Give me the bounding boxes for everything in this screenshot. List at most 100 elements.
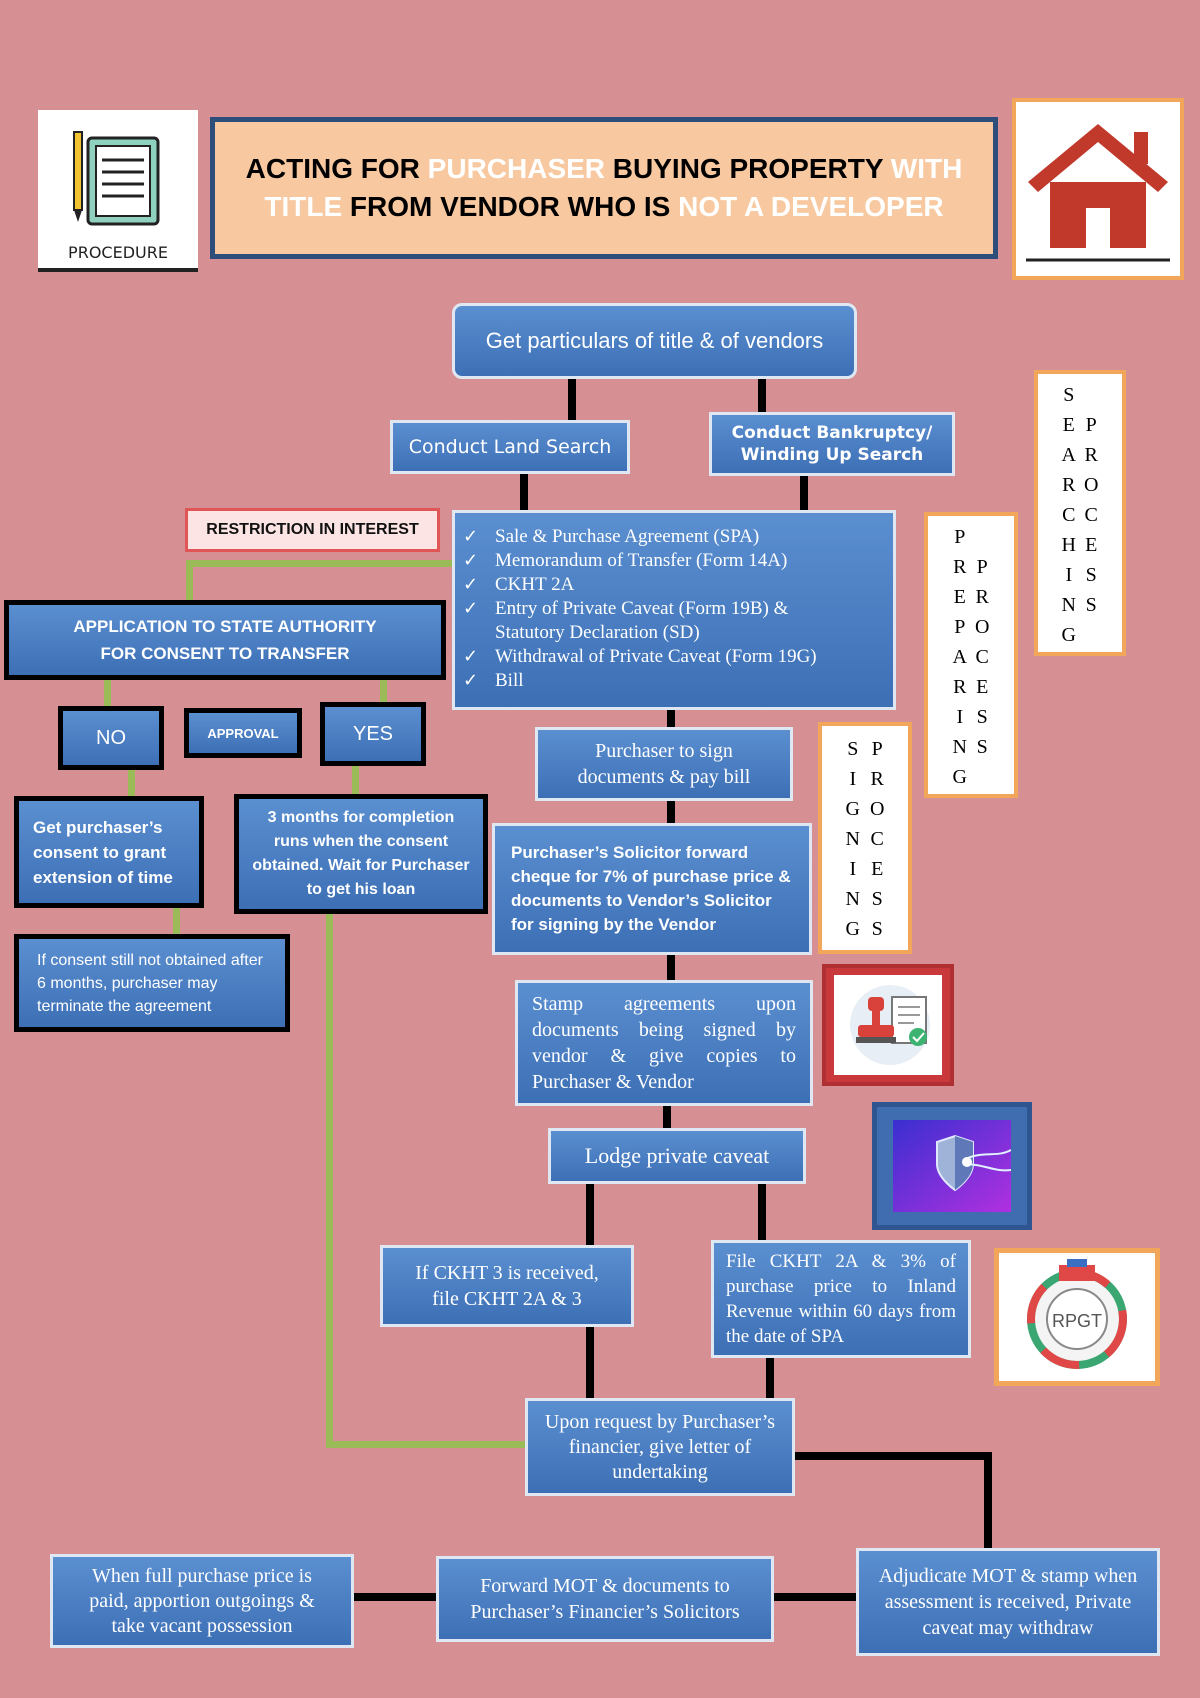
- title-segment: TITLE: [264, 191, 343, 222]
- restriction-label: RESTRICTION IN INTEREST: [185, 508, 440, 552]
- process-letter: I: [956, 706, 964, 728]
- process-letter: S: [976, 706, 988, 728]
- full-price-box: When full purchase price is paid, apport…: [50, 1554, 354, 1648]
- no-box: NO: [58, 706, 164, 770]
- process-letter: S: [871, 918, 883, 940]
- process-letter: E: [976, 676, 989, 698]
- title-segment: ACTING FOR: [245, 153, 428, 184]
- process-letter: N: [845, 888, 860, 910]
- process-letter: A: [952, 646, 967, 668]
- undertaking-box: Upon request by Purchaser’s financier, g…: [525, 1398, 795, 1496]
- land-search-box: Conduct Land Search: [390, 420, 630, 474]
- process-letter: E: [1062, 414, 1075, 436]
- yes-box: YES: [320, 702, 426, 766]
- procedure-icon: PROCEDURE: [38, 110, 198, 272]
- process-letter: S: [1085, 564, 1097, 586]
- process-letter: G: [952, 766, 967, 788]
- title-segment: WITH: [890, 153, 963, 184]
- process-letter: O: [870, 798, 885, 820]
- title-segment: FROM VENDOR WHO IS: [342, 191, 679, 222]
- process-letter: C: [975, 646, 989, 668]
- procedure-label: PROCEDURE: [68, 243, 168, 262]
- process-letter: S: [871, 888, 883, 910]
- process-letter: S: [1085, 594, 1097, 616]
- three-months-box: 3 months for completion runs when the co…: [234, 794, 488, 914]
- lodge-caveat-box: Lodge private caveat: [548, 1128, 806, 1184]
- house-icon: [1012, 98, 1184, 280]
- application-box: APPLICATION TO STATE AUTHORITY FOR CONSE…: [4, 600, 446, 680]
- process-letter: R: [975, 586, 989, 608]
- process-letter: H: [1061, 534, 1076, 556]
- process-letter: P: [976, 556, 988, 578]
- rpgt-icon: RPGT: [994, 1248, 1160, 1386]
- extension-box: Get purchaser’s consent to grant extensi…: [14, 796, 204, 908]
- process-letter: C: [1084, 504, 1098, 526]
- process-letter: G: [1061, 624, 1076, 646]
- document-item: Withdrawal of Private Caveat (Form 19G): [455, 645, 817, 669]
- process-letter: R: [870, 768, 884, 790]
- process-letter: O: [975, 616, 990, 638]
- title-line-2: TITLE FROM VENDOR WHO IS NOT A DEVELOPER: [264, 191, 943, 223]
- process-letter: S: [1063, 384, 1075, 406]
- process-letter: N: [952, 736, 967, 758]
- process-letter: A: [1061, 444, 1076, 466]
- get-particulars-box: Get particulars of title & of vendors: [452, 303, 857, 379]
- document-item: Entry of Private Caveat (Form 19B) &: [455, 597, 817, 621]
- ckht3-box: If CKHT 3 is received, file CKHT 2A & 3: [380, 1245, 634, 1327]
- approval-box: APPROVAL: [184, 708, 302, 758]
- process-letter: G: [845, 918, 860, 940]
- process-letter: I: [849, 768, 857, 790]
- shield-icon: [872, 1102, 1032, 1230]
- process-letter: C: [870, 828, 884, 850]
- process-letter: S: [976, 736, 988, 758]
- process-letter: O: [1084, 474, 1099, 496]
- process-letter: P: [871, 738, 883, 760]
- process-letter: N: [845, 828, 860, 850]
- title-segment: NOT A DEVELOPER: [678, 191, 944, 222]
- title-segment: BUYING PROPERTY: [605, 153, 891, 184]
- process-letter: R: [1084, 444, 1098, 466]
- process-letter: G: [845, 798, 860, 820]
- process-letter: I: [849, 858, 857, 880]
- process-letter: P: [954, 526, 966, 548]
- forward-mot-box: Forward MOT & documents to Purchaser’s F…: [436, 1556, 774, 1642]
- sign-documents-box: Purchaser to sign documents & pay bill: [535, 727, 793, 801]
- process-letter: P: [954, 616, 966, 638]
- process-letter: C: [1062, 504, 1076, 526]
- notepad-icon: [73, 131, 160, 226]
- rpgt-label: RPGT: [1052, 1311, 1102, 1331]
- process-letter: E: [871, 858, 884, 880]
- document-item: Bill: [455, 669, 817, 693]
- process-letter: E: [1085, 534, 1098, 556]
- process-letter: I: [1065, 564, 1073, 586]
- title-segment: PURCHASER: [427, 153, 606, 184]
- process-letter: E: [953, 586, 966, 608]
- title-line-1: ACTING FOR PURCHASER BUYING PROPERTY WIT…: [246, 153, 963, 185]
- process-letter: R: [953, 556, 967, 578]
- process-letter: R: [1062, 474, 1076, 496]
- document-item: Sale & Purchase Agreement (SPA): [455, 525, 817, 549]
- page-title: ACTING FOR PURCHASER BUYING PROPERTY WIT…: [210, 117, 998, 259]
- process-letter: P: [1085, 414, 1097, 436]
- documents-list-box: Sale & Purchase Agreement (SPA)Memorandu…: [452, 510, 896, 710]
- forward-cheque-box: Purchaser’s Solicitor forward cheque for…: [492, 823, 812, 955]
- stamp-agreements-box: Stamp agreements upon documents being si…: [515, 980, 813, 1106]
- process-letter: R: [953, 676, 967, 698]
- ckht2a-box: File CKHT 2A & 3% of purchase price to I…: [711, 1240, 971, 1358]
- document-item: Memorandum of Transfer (Form 14A): [455, 549, 817, 573]
- bankruptcy-search-box: Conduct Bankruptcy/ Winding Up Search: [709, 412, 955, 476]
- process-letter: S: [847, 738, 859, 760]
- documents-list: Sale & Purchase Agreement (SPA)Memorandu…: [455, 525, 817, 693]
- document-item: Statutory Declaration (SD): [495, 622, 700, 643]
- stamp-icon: [822, 964, 954, 1086]
- process-letter: N: [1061, 594, 1076, 616]
